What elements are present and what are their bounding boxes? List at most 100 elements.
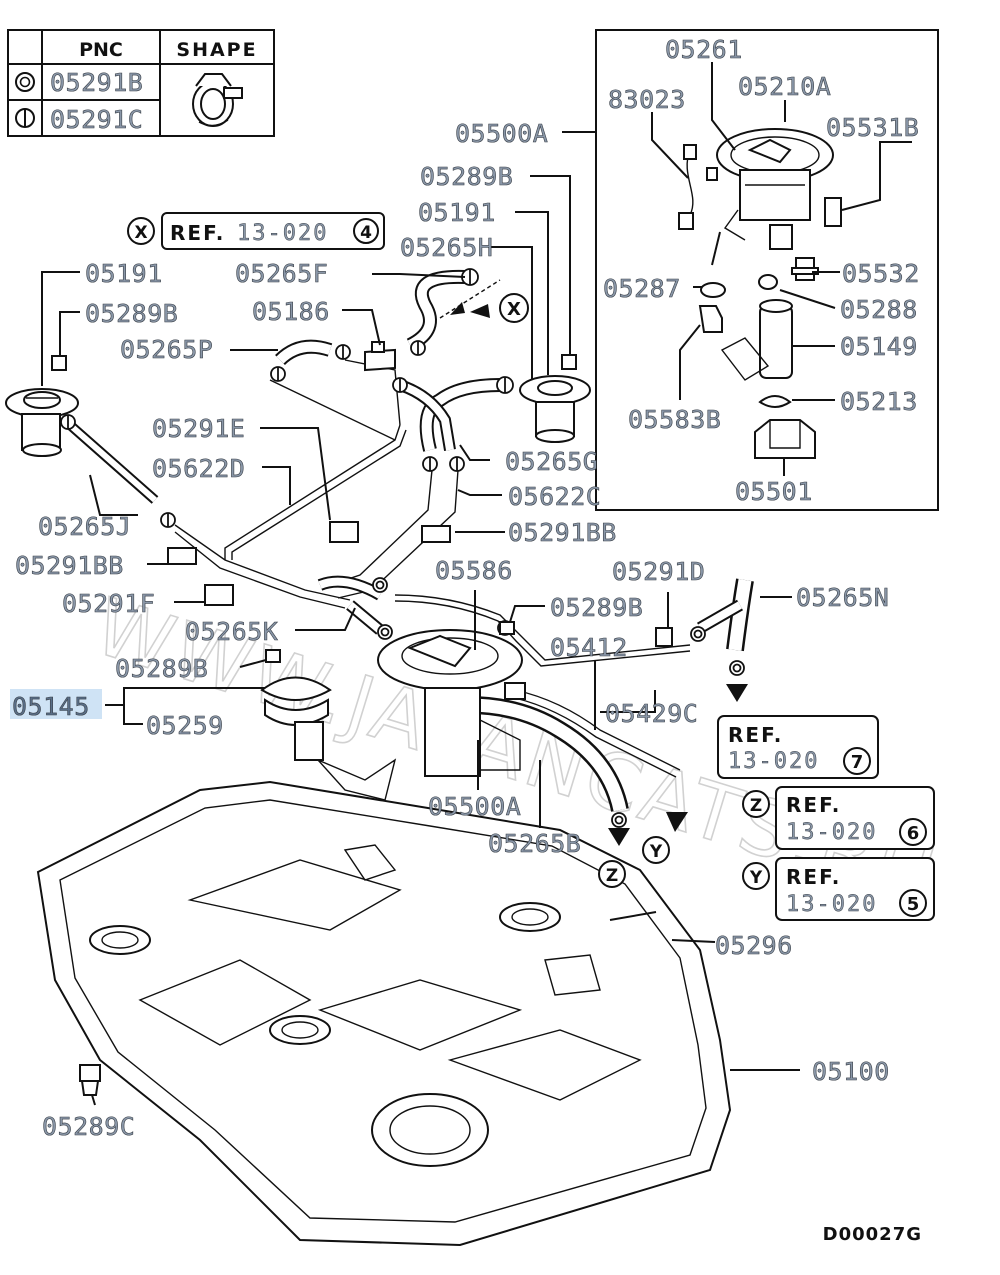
- part-label-05296[interactable]: 05296: [715, 931, 793, 961]
- part-label-05289B-3[interactable]: 05289B: [550, 593, 643, 623]
- legend-header-pnc: PNC: [79, 39, 123, 61]
- part-label-05288[interactable]: 05288: [840, 295, 918, 325]
- bolt-icons: [265, 621, 515, 663]
- part-label-05500A-top[interactable]: 05500A: [455, 119, 548, 149]
- ref-y-label: REF.: [786, 865, 841, 889]
- diagram-id: D00027G: [823, 1224, 922, 1245]
- part-label-05289B-4[interactable]: 05289B: [115, 654, 208, 684]
- part-label-05261[interactable]: 05261: [665, 35, 743, 65]
- part-05531B-drawing: [824, 197, 842, 227]
- filter-05501-drawing: [754, 419, 816, 459]
- clamp-symbols: [60, 268, 745, 828]
- ref-x-num: 4: [360, 223, 372, 243]
- part-label-05265J[interactable]: 05265J: [38, 512, 131, 542]
- clip-05291BB-left-drawing: [167, 547, 197, 565]
- part-05532-drawing: [791, 257, 819, 281]
- part-label-05291BB-1[interactable]: 05291BB: [15, 551, 124, 581]
- ref-z-code: 13-020: [786, 820, 877, 845]
- part-label-05149[interactable]: 05149: [840, 332, 918, 362]
- part-label-05100[interactable]: 05100: [812, 1057, 890, 1087]
- o-ring-05287-drawing: [700, 282, 726, 298]
- part-label-05622C[interactable]: 05622C: [508, 482, 601, 512]
- legend-pnc-05291B: 05291B: [50, 68, 143, 97]
- part-label-05429C[interactable]: 05429C: [605, 699, 698, 729]
- part-label-05265H[interactable]: 05265H: [400, 233, 493, 263]
- fuel-pump-detail-box: [562, 29, 939, 511]
- part-label-05259[interactable]: 05259: [146, 711, 224, 741]
- part-label-05265K[interactable]: 05265K: [185, 617, 278, 647]
- part-label-05191-2[interactable]: 05191: [85, 259, 163, 289]
- ref-x-marker: X: [134, 223, 147, 243]
- part-label-05500A-bottom[interactable]: 05500A: [428, 792, 521, 822]
- part-label-05265N[interactable]: 05265N: [796, 583, 889, 613]
- part-label-05291F[interactable]: 05291F: [62, 589, 155, 619]
- ref-box-x[interactable]: X REF. 13-020 4: [127, 212, 385, 250]
- part-05213-drawing: [758, 395, 792, 408]
- double-circle-icon: [15, 72, 35, 92]
- part-label-05291E[interactable]: 05291E: [152, 414, 245, 444]
- part-label-05291D[interactable]: 05291D: [612, 557, 705, 587]
- ref-y-num: 5: [907, 894, 920, 915]
- part-label-05186[interactable]: 05186: [252, 297, 330, 327]
- part-label-05145[interactable]: 05145: [12, 692, 90, 722]
- marker-z-circle: Z: [598, 860, 626, 888]
- main-pump-assembly-drawing: [377, 629, 526, 777]
- part-label-05622D[interactable]: 05622D: [152, 454, 245, 484]
- fuel-pump-cover-drawing: [716, 128, 834, 250]
- marker-y-circle: Y: [642, 836, 670, 864]
- ref-7-code: 13-020: [728, 749, 819, 774]
- part-05288-drawing: [758, 274, 778, 290]
- part-label-05265P[interactable]: 05265P: [120, 335, 213, 365]
- fuel-tank-05100-drawing: [36, 780, 732, 1247]
- hose-clamp-icon: [192, 73, 243, 127]
- part-label-05289B-1[interactable]: 05289B: [420, 162, 513, 192]
- part-label-83023[interactable]: 83023: [608, 85, 686, 115]
- part-label-05287[interactable]: 05287: [603, 274, 681, 304]
- ref-7-num: 7: [851, 752, 864, 773]
- clip-05291F-drawing: [204, 584, 234, 606]
- part-label-05531B[interactable]: 05531B: [826, 113, 919, 143]
- part-label-05586[interactable]: 05586: [435, 556, 513, 586]
- marker-x-circle: X: [499, 293, 529, 323]
- ref-7-label: REF.: [728, 723, 783, 747]
- dashed-guide-line: [439, 279, 501, 319]
- ref-box-z[interactable]: Z REF. 13-020 6: [742, 786, 935, 850]
- svg-text:Z: Z: [606, 866, 618, 886]
- ref-box-seven[interactable]: REF. 13-020 7: [717, 715, 879, 779]
- part-label-05412[interactable]: 05412: [550, 633, 628, 663]
- part-label-05265B[interactable]: 05265B: [488, 829, 581, 859]
- ref-z-marker: Z: [750, 796, 762, 816]
- part-label-05265F[interactable]: 05265F: [235, 259, 328, 289]
- left-sender-unit-drawing: [5, 355, 79, 457]
- drain-plug-05289C-drawing: [79, 1064, 101, 1096]
- right-sender-unit-drawing: [519, 354, 591, 443]
- clip-05291BB-right-drawing: [421, 525, 451, 543]
- part-label-05191-1[interactable]: 05191: [418, 198, 496, 228]
- fuel-level-sender-05145-drawing: [260, 676, 397, 801]
- part-label-05289B-2[interactable]: 05289B: [85, 299, 178, 329]
- svg-text:X: X: [507, 299, 521, 320]
- ref-z-num: 6: [907, 823, 920, 844]
- connector-05186-drawing: [364, 341, 396, 372]
- highlight-05145: [10, 689, 102, 719]
- clip-05291D-drawing: [655, 627, 673, 647]
- legend-header-shape: SHAPE: [176, 39, 257, 61]
- ref-z-label: REF.: [786, 793, 841, 817]
- part-label-05291BB-2[interactable]: 05291BB: [508, 518, 617, 548]
- fuel-pump-05149-drawing: [720, 299, 793, 381]
- direction-arrows: [450, 302, 748, 846]
- part-label-05210A[interactable]: 05210A: [738, 72, 831, 102]
- ref-y-code: 13-020: [786, 892, 877, 917]
- part-label-05501[interactable]: 05501: [735, 477, 813, 507]
- ref-x-label: REF.: [170, 221, 225, 245]
- part-label-05289C[interactable]: 05289C: [42, 1112, 135, 1142]
- part-label-05532[interactable]: 05532: [842, 259, 920, 289]
- part-label-05213[interactable]: 05213: [840, 387, 918, 417]
- part-label-05583B[interactable]: 05583B: [628, 405, 721, 435]
- svg-text:Y: Y: [649, 842, 663, 862]
- ref-box-y[interactable]: Y REF. 13-020 5: [742, 857, 935, 921]
- wiring-harness-drawing: [678, 144, 718, 230]
- part-label-05265G[interactable]: 05265G: [505, 447, 598, 477]
- ref-y-marker: Y: [749, 868, 763, 888]
